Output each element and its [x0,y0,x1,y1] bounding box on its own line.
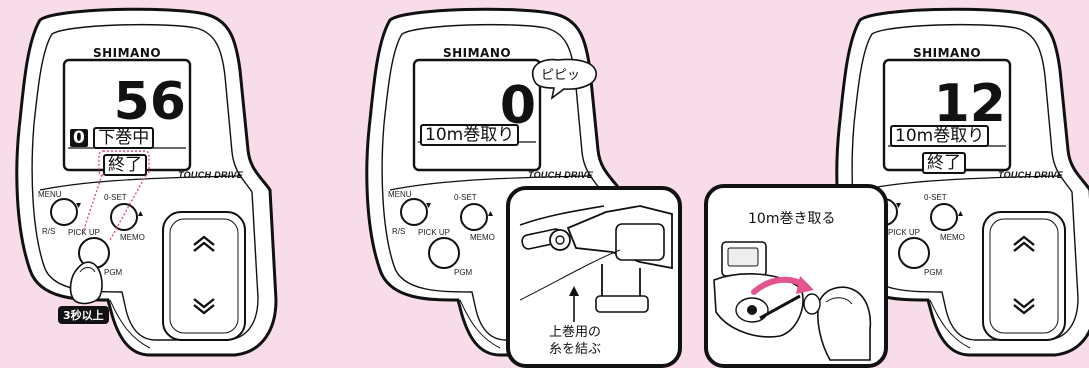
brand-logo: SHIMANO [442,46,512,60]
menu-label: MENU [38,190,62,199]
finger-press-icon [69,261,103,305]
mode-label: 10m巻取り [420,124,520,146]
inset-winding [704,184,888,368]
oset-label: 0-SET [104,193,127,202]
inset-tie-line [506,186,682,368]
pgm-label: PGM [454,268,473,277]
pgm-label: PGM [924,268,943,277]
memo-label: MEMO [120,233,145,242]
counter-display: 0 [499,76,536,136]
counter-display: 56 [113,72,186,132]
wind-caption: 10m巻き取る [748,211,836,227]
brand-logo: SHIMANO [92,46,162,60]
hold-duration-badge: 3秒以上 [58,306,109,324]
counter-display: 12 [933,74,1006,134]
pgm-label: PGM [104,268,123,277]
touch-drive-logo: TOUCH DRIVE [178,170,244,180]
highlight-end-1 [98,150,150,176]
touch-drive-logo: TOUCH DRIVE [998,170,1064,180]
tie-line-caption: 上巻用の 糸を結ぶ [540,324,610,358]
reel-icon [713,241,804,338]
menu-label: MENU [388,190,412,199]
pickup-label: PICK UP [888,228,921,237]
mode-label: 10m巻取り [890,125,990,147]
end-label: 終了 [103,154,147,176]
hand-winding-icon [803,286,872,361]
device-1 [15,7,278,357]
brand-logo: SHIMANO [912,46,982,60]
mode-row: 10m巻取り [420,124,520,146]
beep-bubble [531,58,597,100]
mode-row: 10m巻取り [890,125,990,147]
oset-label: 0-SET [454,193,477,202]
pickup-label: PICK UP [68,228,101,237]
caption-line-2: 糸を結ぶ [548,342,601,357]
rs-label: R/S [42,227,56,236]
end-option: 終了 [922,152,966,174]
pickup-label: PICK UP [418,228,451,237]
end-option: 終了 [103,154,147,176]
caption-line-1: 上巻用の [548,325,601,340]
touch-drive-logo: TOUCH DRIVE [528,170,594,180]
memo-label: MEMO [470,233,495,242]
rs-label: R/S [392,227,406,236]
status-row: 0 下巻中 [70,127,155,149]
memo-label: MEMO [940,233,965,242]
status-label: 下巻中 [93,127,155,149]
oset-label: 0-SET [924,193,947,202]
end-label: 終了 [922,152,966,174]
rotate-arrow-icon [796,276,814,294]
beep-text: ピピッ [541,68,581,83]
status-box: 0 [70,129,88,147]
